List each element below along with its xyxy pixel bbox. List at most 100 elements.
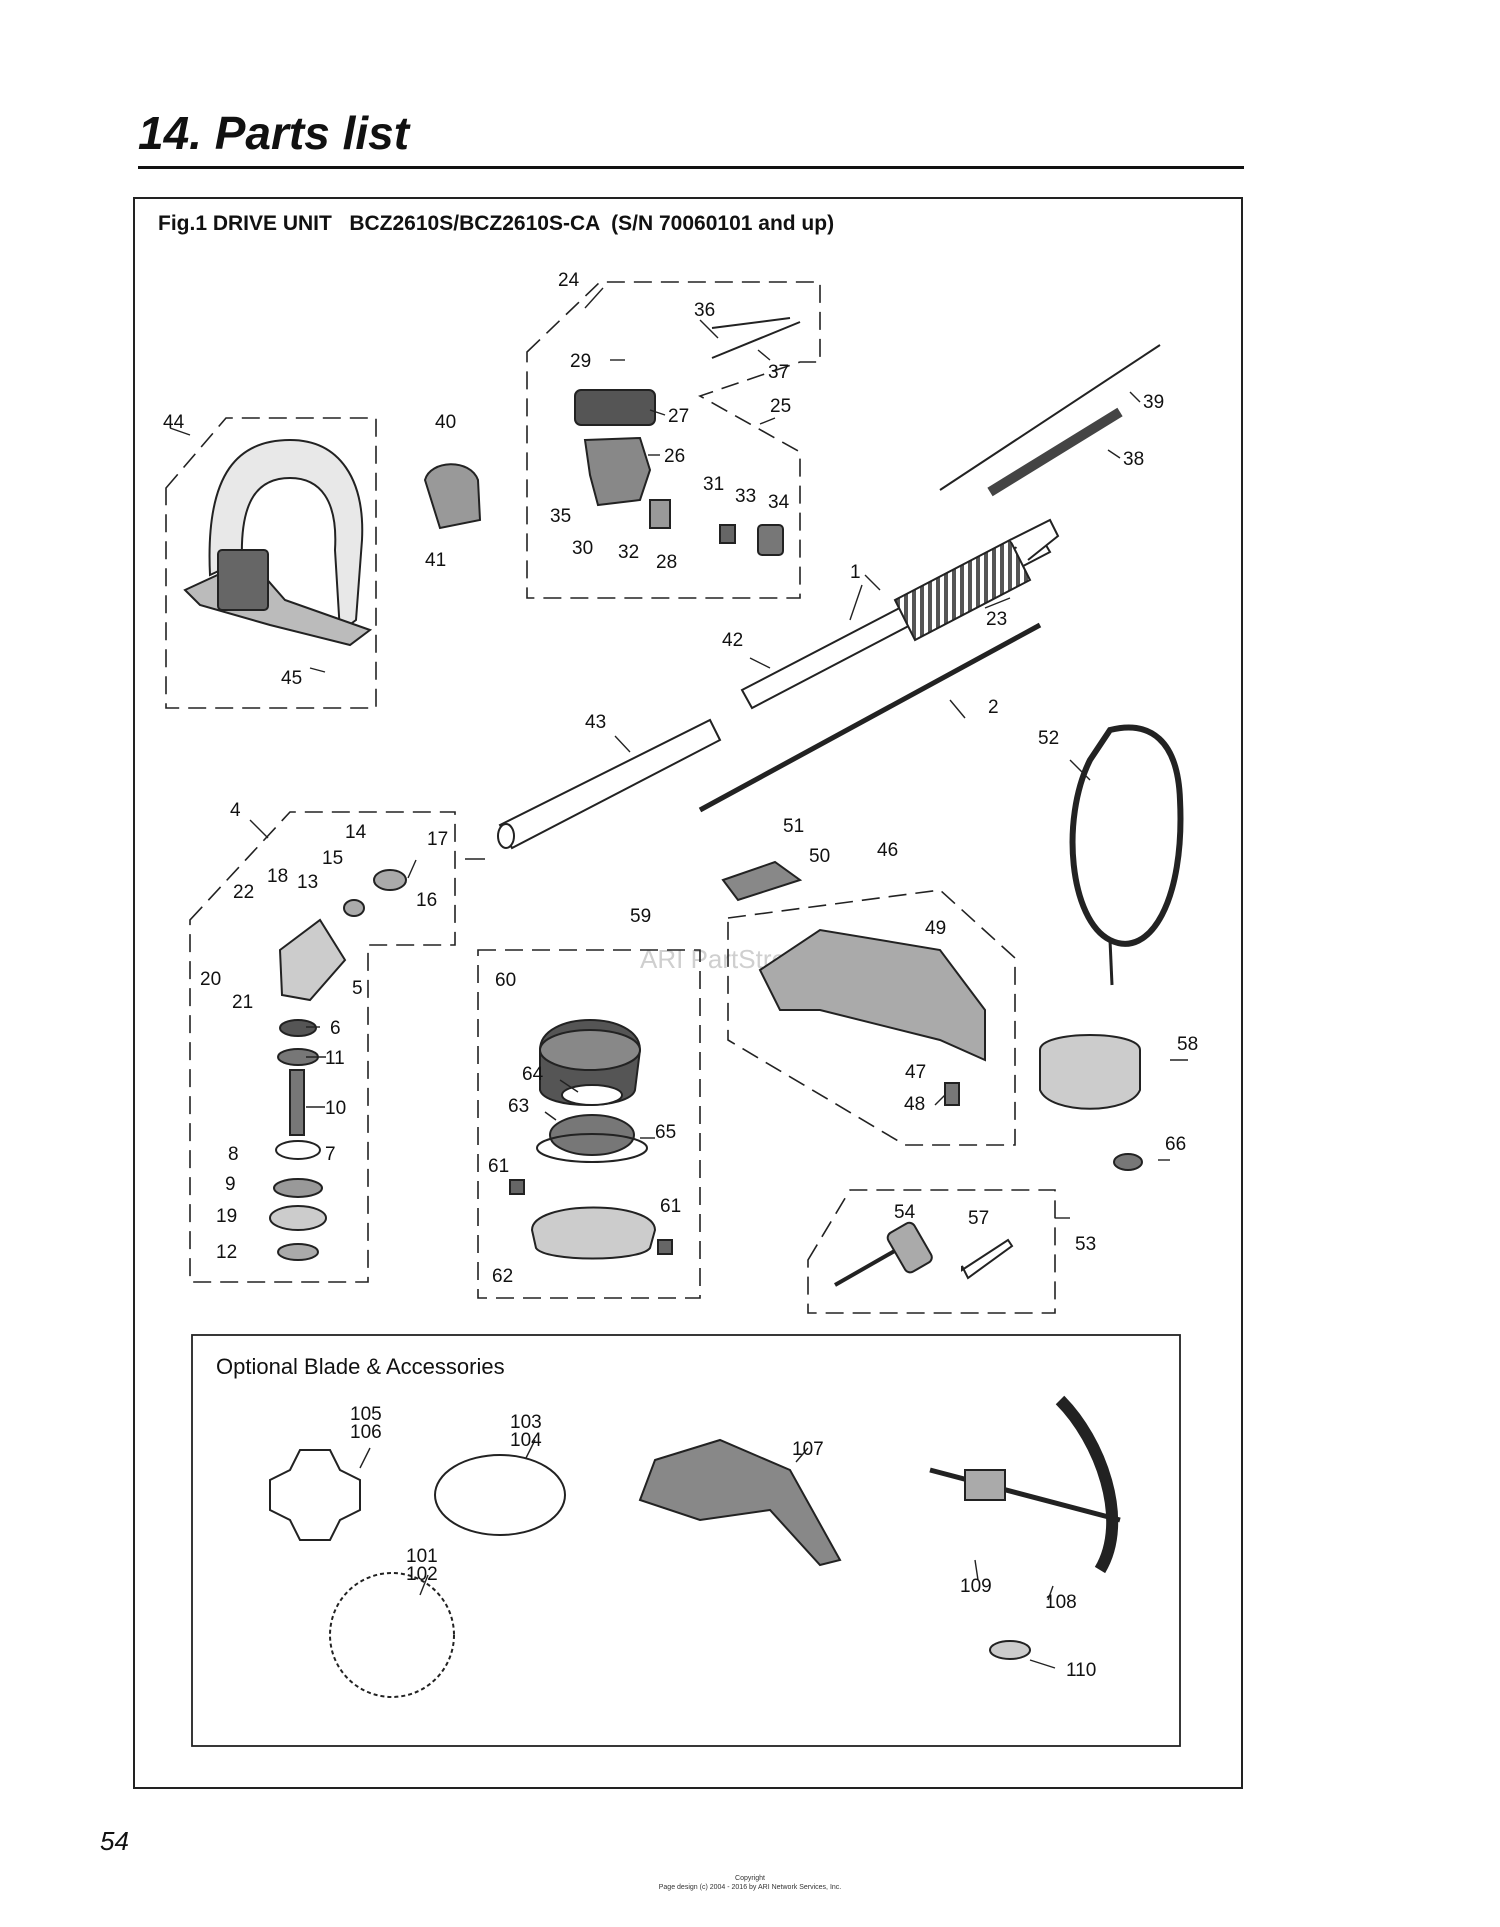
callout-35: 35 — [550, 506, 571, 527]
harness-drawing — [1069, 724, 1184, 947]
callout-46: 46 — [877, 840, 898, 861]
callout-103: 103 — [510, 1412, 542, 1433]
footer-copyright: Copyright — [735, 1875, 765, 1882]
callout-29: 29 — [570, 351, 591, 372]
callout-18: 18 — [267, 866, 288, 887]
washer-66-drawing — [1113, 1153, 1143, 1171]
clamp-drawing — [423, 463, 482, 530]
callout-45: 45 — [281, 668, 302, 689]
callout-60: 60 — [495, 970, 516, 991]
callout-64: 64 — [522, 1064, 544, 1085]
drive-shaft-drawing — [698, 622, 1042, 813]
callout-53: 53 — [1075, 1234, 1096, 1255]
callout-66: 66 — [1165, 1134, 1186, 1155]
callout-8: 8 — [228, 1144, 239, 1165]
callout-17: 17 — [427, 829, 448, 850]
callout-10: 10 — [325, 1098, 346, 1119]
page-number: 54 — [100, 1826, 129, 1856]
callout-54: 54 — [894, 1202, 916, 1223]
callout-31: 31 — [703, 474, 724, 495]
callout-19: 19 — [216, 1206, 237, 1227]
callout-63: 63 — [508, 1096, 529, 1117]
callout-42: 42 — [722, 630, 743, 651]
callout-34: 34 — [768, 492, 790, 513]
callout-57: 57 — [968, 1208, 989, 1229]
callout-5: 5 — [352, 978, 363, 999]
callout-107: 107 — [792, 1439, 824, 1460]
callout-32: 32 — [618, 542, 639, 563]
callout-33: 33 — [735, 486, 756, 507]
callout-20: 20 — [200, 969, 221, 990]
callout-110: 110 — [1066, 1660, 1096, 1681]
callout-62: 62 — [492, 1266, 513, 1287]
callout-23: 23 — [986, 609, 1007, 630]
accessories-box — [191, 1334, 1181, 1747]
callout-7: 7 — [325, 1144, 336, 1165]
group-outline-59 — [477, 949, 701, 1299]
callout-52: 52 — [1038, 728, 1059, 749]
callout-13: 13 — [297, 872, 318, 893]
trimmer-head-drawing — [509, 1019, 673, 1260]
callout-26: 26 — [664, 446, 685, 467]
callout-44: 44 — [163, 412, 185, 433]
accessories-title: Optional Blade & Accessories — [216, 1354, 505, 1379]
group-outline-44 — [165, 417, 377, 709]
callout-14: 14 — [345, 822, 367, 843]
callout-58: 58 — [1177, 1034, 1198, 1055]
callout-61-left: 61 — [488, 1156, 509, 1177]
callout-21: 21 — [232, 992, 253, 1013]
callout-11: 11 — [325, 1048, 345, 1069]
figure-frame — [133, 197, 1243, 1789]
callout-6: 6 — [330, 1018, 341, 1039]
callout-43: 43 — [585, 712, 606, 733]
group-outline-4 — [189, 811, 456, 1283]
guard-drawing — [721, 860, 986, 1106]
callout-108: 108 — [1045, 1592, 1077, 1613]
callout-28: 28 — [656, 552, 677, 573]
callout-22: 22 — [233, 882, 254, 903]
figure-caption: Fig.1 DRIVE UNIT BCZ2610S/BCZ2610S-CA (S… — [158, 212, 835, 235]
callout-16: 16 — [416, 890, 437, 911]
group-outlines — [165, 281, 1056, 1314]
callout-59: 59 — [630, 906, 651, 927]
callout-48: 48 — [904, 1094, 925, 1115]
callout-65: 65 — [655, 1122, 676, 1143]
group-outline-46 — [727, 889, 1016, 1146]
gear-case-drawing — [269, 869, 407, 1261]
callout-labels: 24 36 29 37 39 27 25 44 40 26 38 31 33 3… — [163, 270, 1198, 1681]
callout-51: 51 — [783, 816, 804, 837]
main-shaft-drawing — [740, 518, 1060, 710]
callout-109: 109 — [960, 1576, 992, 1597]
part-illustrations — [183, 317, 1184, 1698]
callout-50: 50 — [809, 846, 830, 867]
group-outline-53 — [807, 1189, 1056, 1314]
callout-36: 36 — [694, 300, 715, 321]
callout-27: 27 — [668, 406, 689, 427]
callout-61-right: 61 — [660, 1196, 681, 1217]
callout-15: 15 — [322, 848, 343, 869]
callout-106: 106 — [350, 1422, 382, 1443]
callout-102: 102 — [406, 1564, 438, 1585]
goggles-drawing — [1039, 1034, 1141, 1110]
callout-105: 105 — [350, 1404, 382, 1425]
callout-2: 2 — [988, 697, 999, 718]
callout-39: 39 — [1143, 392, 1164, 413]
callout-25: 25 — [770, 396, 791, 417]
callout-41: 41 — [425, 550, 446, 571]
throttle-parts-drawing — [574, 317, 1161, 556]
callout-49: 49 — [925, 918, 946, 939]
lower-tube-drawing — [498, 718, 722, 850]
callout-1: 1 — [850, 562, 861, 583]
callout-37: 37 — [768, 362, 789, 383]
callout-47: 47 — [905, 1062, 926, 1083]
callout-24: 24 — [558, 270, 580, 291]
title-rule — [138, 166, 1244, 169]
callout-30: 30 — [572, 538, 593, 559]
footer-credit: Page design (c) 2004 - 2016 by ARI Netwo… — [658, 1884, 842, 1891]
page-title: 14. Parts list — [138, 107, 410, 159]
group-outline-24 — [526, 281, 821, 599]
callout-101: 101 — [406, 1546, 438, 1567]
callout-40: 40 — [435, 412, 456, 433]
accessory-drawings — [269, 1395, 1121, 1698]
